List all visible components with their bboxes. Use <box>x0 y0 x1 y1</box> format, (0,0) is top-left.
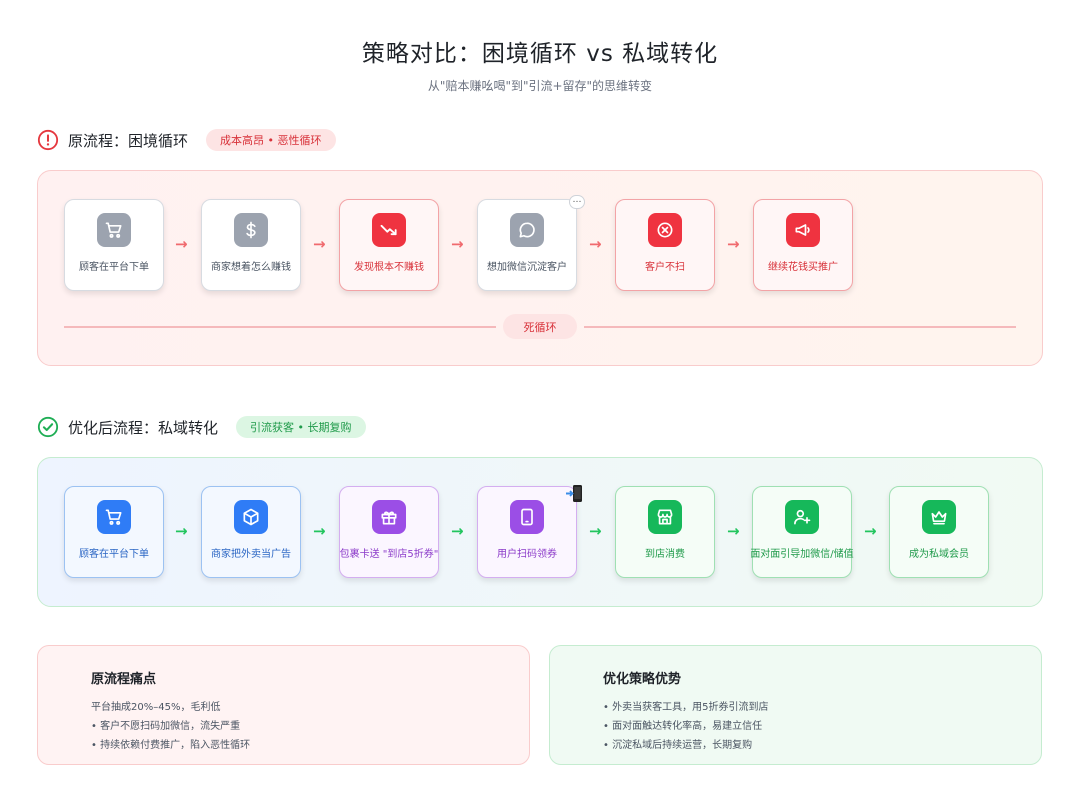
flow-arrow-icon: → <box>727 522 740 540</box>
flow-arrow-icon: → <box>864 522 877 540</box>
store-icon <box>648 500 682 534</box>
cart-icon <box>97 500 131 534</box>
optimized-node-7: 成为私域会员 <box>889 486 989 578</box>
pain-point-line: • 持续依赖付费推广，陷入恶性循环 <box>91 740 251 751</box>
user-plus-icon <box>785 500 819 534</box>
node-label: 面对面引导加微信/储值 <box>750 549 854 560</box>
node-label: 客户不扫 <box>645 262 685 273</box>
optimized-section-title: 优化后流程：私域转化 <box>68 418 219 437</box>
node-label: 继续花钱买推广 <box>768 262 838 273</box>
flow-arrow-icon: → <box>313 522 326 540</box>
optimized-section-header: 优化后流程：私域转化 引流获客 • 长期复购 <box>37 415 366 439</box>
alert-icon <box>37 129 59 151</box>
trend-down-icon <box>372 213 406 247</box>
dead-loop-badge: 死循环 <box>503 314 577 339</box>
flow-arrow-icon: → <box>589 235 602 253</box>
cart-icon <box>97 213 131 247</box>
pain-point-line: • 客户不愿扫码加微信，流失严重 <box>91 721 241 732</box>
optimized-node-6: 面对面引导加微信/储值 <box>750 486 854 578</box>
advantages-card: 优化策略优势 • 外卖当获客工具，用5折券引流到店 • 面对面触达转化率高，易建… <box>549 645 1042 765</box>
pain-point-line: 平台抽成20%–45%，毛利低 <box>91 702 221 713</box>
chat-bubble-icon: … <box>569 195 585 209</box>
megaphone-icon <box>786 213 820 247</box>
loop-line-right <box>584 326 1016 328</box>
node-label: 顾客在平台下单 <box>79 262 149 273</box>
advantage-line: • 面对面触达转化率高，易建立信任 <box>603 721 763 732</box>
original-node-6: 继续花钱买推广 <box>753 199 853 291</box>
original-node-2: 商家想着怎么赚钱 <box>201 199 301 291</box>
flow-arrow-icon: → <box>727 235 740 253</box>
original-node-3: 发现根本不赚钱 <box>339 199 439 291</box>
x-circle-icon <box>648 213 682 247</box>
optimized-node-4: 用户扫码领券 <box>477 486 577 578</box>
flow-arrow-icon: → <box>313 235 326 253</box>
optimized-section-tag: 引流获客 • 长期复购 <box>236 416 366 438</box>
flow-arrow-icon: → <box>451 522 464 540</box>
node-label: 商家把外卖当广告 <box>211 549 291 560</box>
flow-arrow-icon: → <box>451 235 464 253</box>
advantage-line: • 沉淀私域后持续运营，长期复购 <box>603 740 753 751</box>
node-label: 发现根本不赚钱 <box>354 262 424 273</box>
optimized-node-1: 顾客在平台下单 <box>64 486 164 578</box>
advantage-line: • 外卖当获客工具，用5折券引流到店 <box>603 702 769 713</box>
advantages-title: 优化策略优势 <box>603 672 682 687</box>
node-label: 顾客在平台下单 <box>79 549 149 560</box>
node-label: 包裹卡送 "到店5折券" <box>339 549 439 560</box>
loop-line-left <box>64 326 496 328</box>
chat-icon <box>510 213 544 247</box>
page-subtitle: 从"赔本赚吆喝"到"引流+留存"的思维转变 <box>427 79 653 93</box>
dollar-icon <box>234 213 268 247</box>
node-label: 想加微信沉淀客户 <box>487 262 567 273</box>
gift-icon <box>372 500 406 534</box>
node-label: 成为私域会员 <box>909 549 969 560</box>
flow-arrow-icon: → <box>175 522 188 540</box>
flow-arrow-icon: → <box>175 235 188 253</box>
original-section-tag: 成本高昂 • 恶性循环 <box>206 129 336 151</box>
page-title: 策略对比：困境循环 vs 私域转化 <box>361 41 719 67</box>
original-node-5: 客户不扫 <box>615 199 715 291</box>
check-circle-icon <box>37 416 59 438</box>
node-label: 用户扫码领券 <box>497 549 557 560</box>
box-icon <box>234 500 268 534</box>
optimized-node-5: 到店消费 <box>615 486 715 578</box>
pain-points-title: 原流程痛点 <box>91 672 157 687</box>
crown-icon <box>922 500 956 534</box>
original-node-1: 顾客在平台下单 <box>64 199 164 291</box>
original-section-header: 原流程：困境循环 成本高昂 • 恶性循环 <box>37 128 336 152</box>
flow-arrow-icon: → <box>589 522 602 540</box>
optimized-node-2: 商家把外卖当广告 <box>201 486 301 578</box>
node-label: 到店消费 <box>645 549 685 560</box>
scan-phone-icon <box>566 484 584 508</box>
original-node-4: 想加微信沉淀客户 <box>477 199 577 291</box>
pain-points-card: 原流程痛点 平台抽成20%–45%，毛利低 • 客户不愿扫码加微信，流失严重 •… <box>37 645 530 765</box>
original-section-title: 原流程：困境循环 <box>68 131 189 150</box>
tablet-icon <box>510 500 544 534</box>
optimized-node-3: 包裹卡送 "到店5折券" <box>339 486 439 578</box>
node-label: 商家想着怎么赚钱 <box>211 262 291 273</box>
